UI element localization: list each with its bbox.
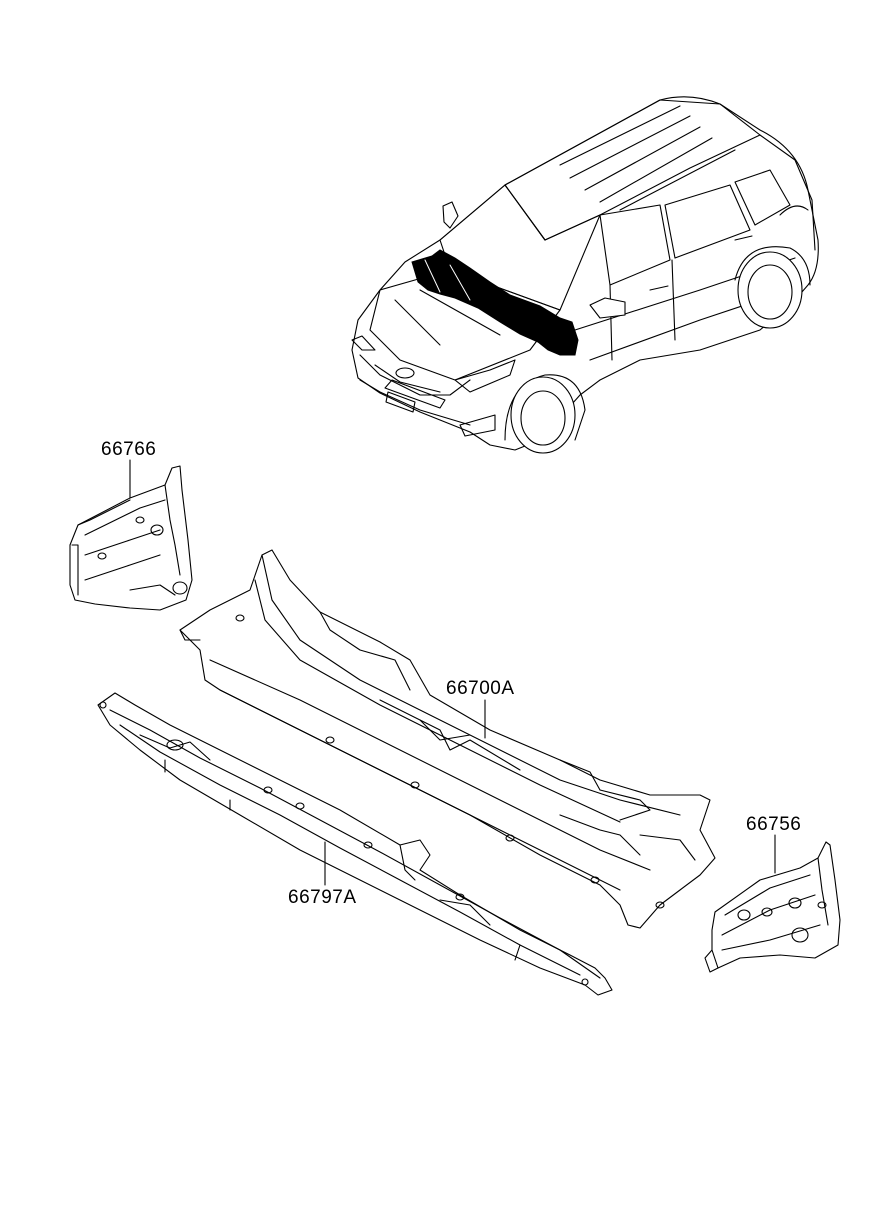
part-number-66756: 66756 — [746, 814, 802, 835]
part-number-66700A: 66700A — [446, 678, 515, 699]
part-66766-illustration — [69, 465, 193, 611]
part-number-66797A: 66797A — [288, 887, 357, 908]
part-66700A-illustration — [179, 549, 716, 929]
part-number-66766: 66766 — [101, 439, 157, 460]
part-66797A-illustration — [97, 692, 613, 996]
vehicle-illustration — [351, 96, 819, 454]
part-66756-illustration — [704, 841, 841, 973]
